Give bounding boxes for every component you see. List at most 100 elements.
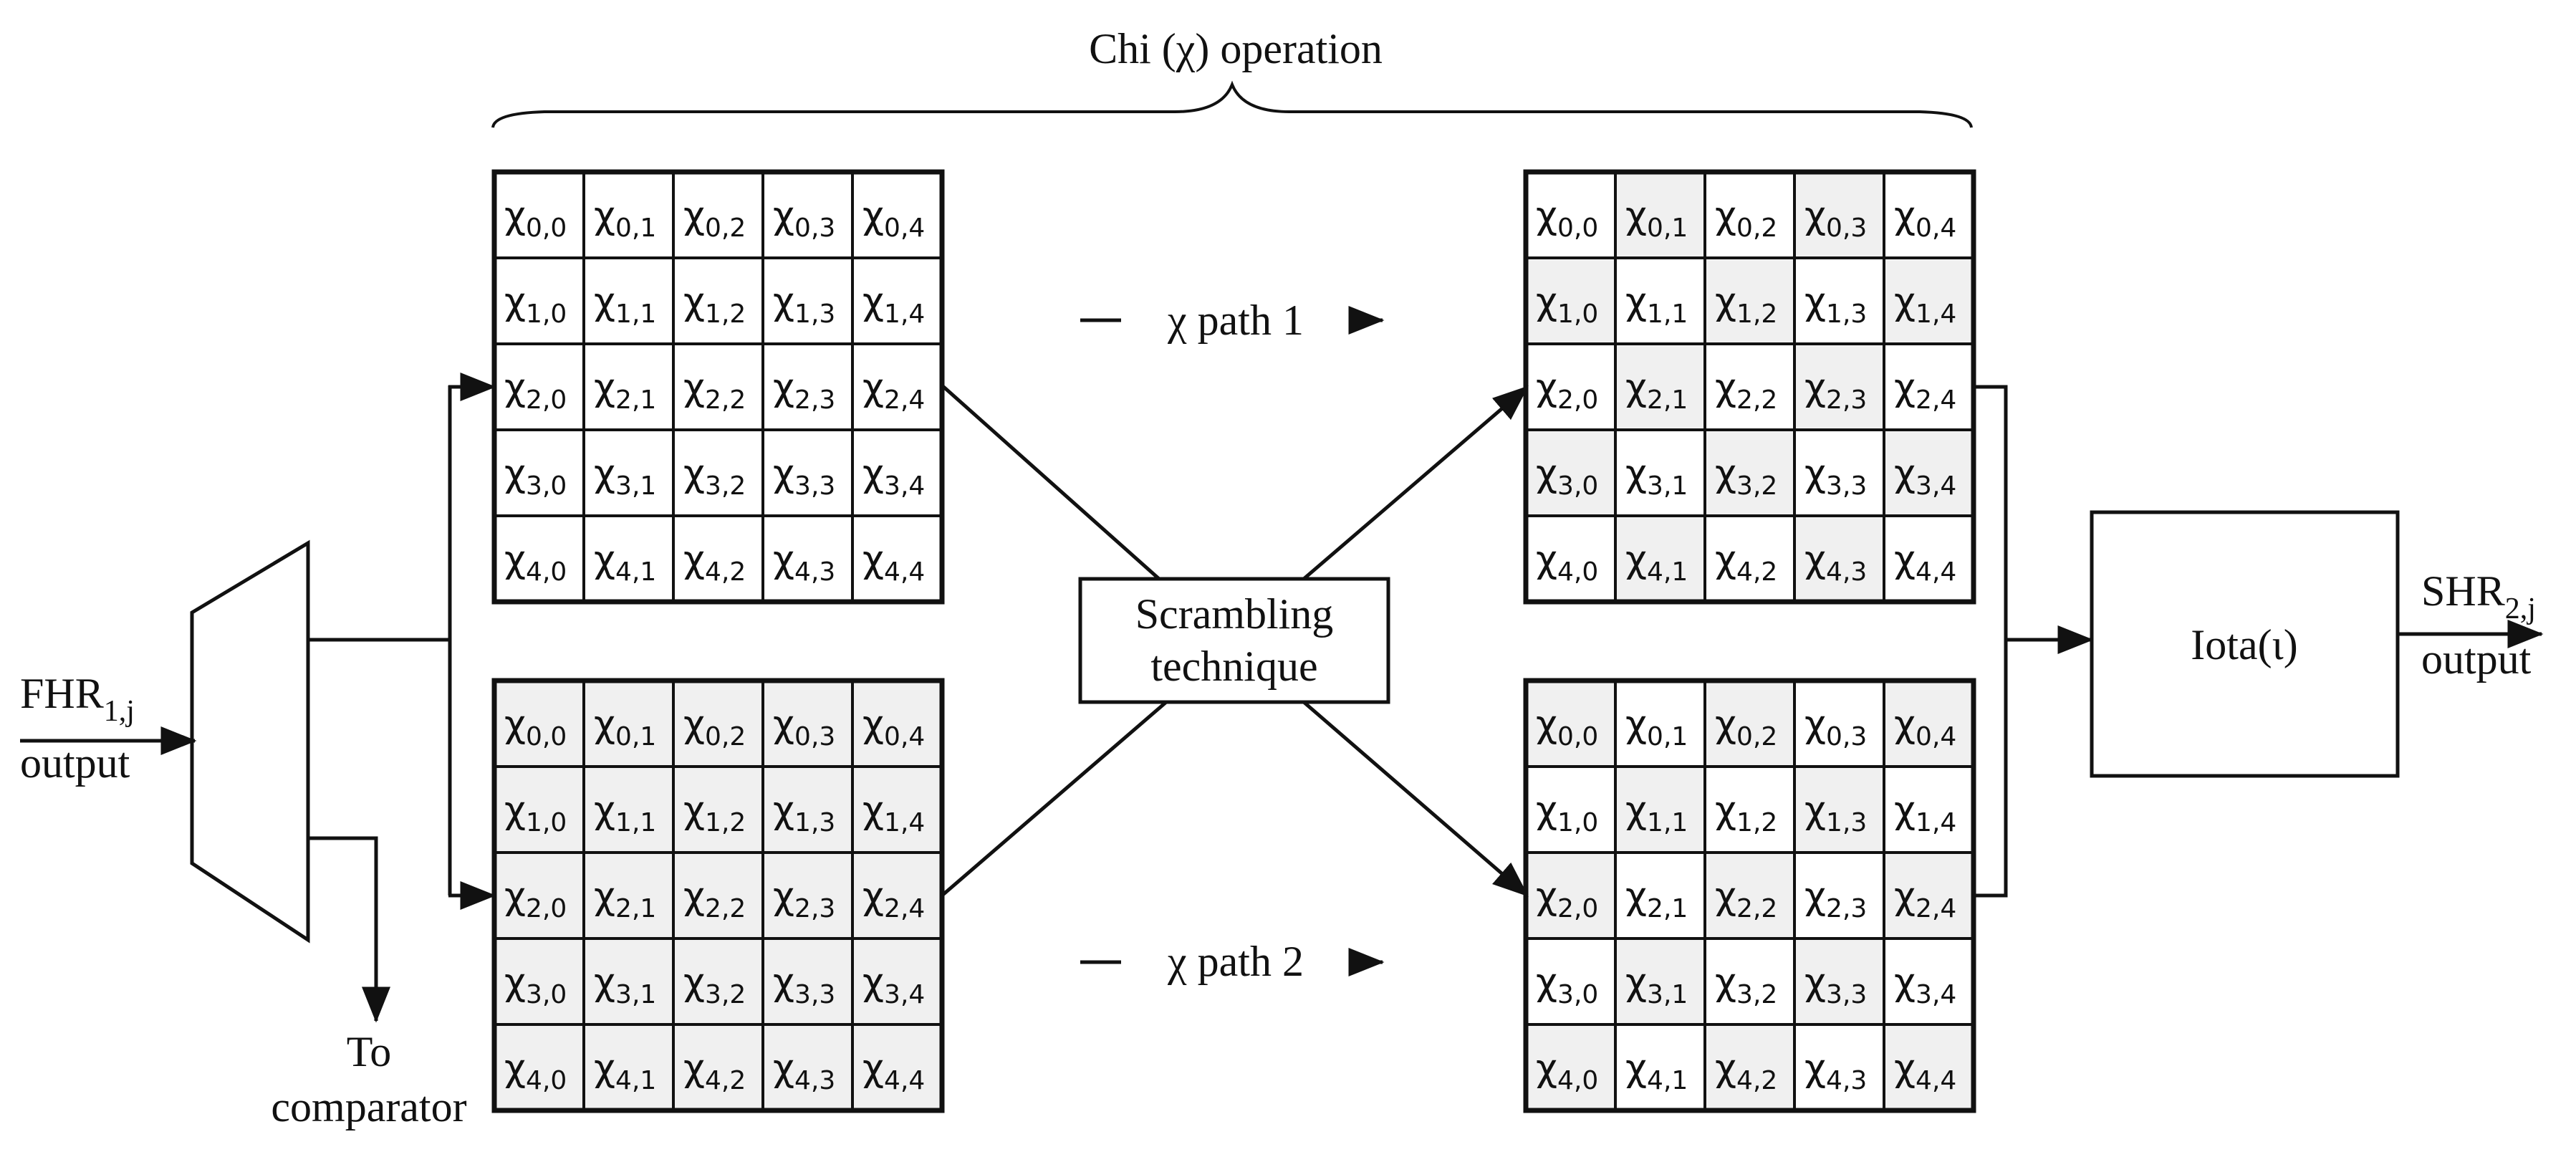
grid-cell-label: χ4,2 bbox=[683, 538, 746, 587]
cell-index: 3,3 bbox=[794, 980, 835, 1009]
cell-index: 1,2 bbox=[1736, 299, 1777, 329]
grid-cell-label: χ4,1 bbox=[1625, 1047, 1688, 1095]
comparator-label-line2: comparator bbox=[271, 1083, 466, 1130]
cell-symbol: χ bbox=[683, 538, 705, 581]
cell-symbol: χ bbox=[1625, 194, 1647, 237]
grid-cell-label: χ4,0 bbox=[1536, 1047, 1598, 1095]
cell-index: 4,2 bbox=[705, 557, 746, 587]
cell-symbol: χ bbox=[862, 452, 884, 495]
cell-symbol: χ bbox=[1625, 366, 1647, 409]
cell-index: 0,3 bbox=[794, 213, 835, 243]
cell-symbol: χ bbox=[773, 194, 794, 237]
cell-symbol: χ bbox=[773, 366, 794, 409]
cell-symbol: χ bbox=[1625, 961, 1647, 1004]
cell-index: 1,0 bbox=[526, 299, 567, 329]
scrambling-label-line1: Scrambling bbox=[1135, 590, 1334, 638]
cell-index: 1,0 bbox=[526, 808, 567, 837]
cell-index: 2,1 bbox=[1647, 385, 1688, 415]
cell-symbol: χ bbox=[1625, 280, 1647, 323]
grid-cell-bg bbox=[1614, 851, 1706, 940]
cell-symbol: χ bbox=[594, 366, 615, 409]
grid-cell-label: χ2,2 bbox=[1715, 875, 1777, 923]
grid-cell-bg bbox=[1883, 256, 1975, 345]
iota-label: Iota(ι) bbox=[2191, 621, 2297, 668]
grid-cell-bg bbox=[1793, 171, 1885, 259]
cell-index: 2,0 bbox=[1557, 385, 1598, 415]
cell-symbol: χ bbox=[862, 538, 884, 581]
cell-symbol: χ bbox=[1894, 875, 1916, 918]
cell-index: 3,1 bbox=[615, 471, 656, 501]
grid-cell-label: χ2,2 bbox=[683, 875, 746, 923]
cell-index: 4,1 bbox=[615, 1066, 656, 1095]
grid-cell-label: χ1,4 bbox=[1894, 280, 1956, 329]
cell-index: 0,1 bbox=[615, 213, 656, 243]
cell-index: 3,1 bbox=[1647, 471, 1688, 501]
cell-symbol: χ bbox=[594, 875, 615, 918]
cell-symbol: χ bbox=[862, 280, 884, 323]
cell-index: 4,0 bbox=[526, 557, 567, 587]
cell-symbol: χ bbox=[773, 1047, 794, 1090]
grid-cell-label: χ0,4 bbox=[862, 703, 925, 752]
cell-symbol: χ bbox=[1894, 703, 1916, 746]
cell-index: 0,0 bbox=[526, 213, 567, 243]
cell-index: 1,1 bbox=[1647, 299, 1688, 329]
grid-cell-bg bbox=[672, 1023, 764, 1112]
scramble-line-bottom-left bbox=[941, 701, 1168, 897]
grid-cell-bg bbox=[582, 171, 675, 259]
cell-symbol: χ bbox=[1625, 703, 1647, 746]
grid-cell-label: χ0,2 bbox=[683, 194, 746, 243]
cell-symbol: χ bbox=[1894, 538, 1916, 581]
cell-index: 0,0 bbox=[1557, 722, 1598, 752]
cell-index: 3,2 bbox=[705, 471, 746, 501]
cell-symbol: χ bbox=[862, 1047, 884, 1090]
grid-cell-bg bbox=[672, 765, 764, 854]
cell-symbol: χ bbox=[1804, 875, 1826, 918]
grid-cell-label: χ3,0 bbox=[504, 452, 567, 501]
cell-symbol: χ bbox=[683, 280, 705, 323]
cell-symbol: χ bbox=[773, 789, 794, 832]
grid-cell-bg bbox=[1793, 514, 1885, 603]
grid-cell-bg bbox=[1614, 428, 1706, 517]
cell-index: 3,4 bbox=[1916, 471, 1956, 501]
cell-index: 1,3 bbox=[1826, 299, 1867, 329]
grid-cell-label: χ3,4 bbox=[862, 961, 925, 1009]
cell-symbol: χ bbox=[683, 1047, 705, 1090]
grid-cell-bg bbox=[493, 1023, 585, 1112]
cell-index: 4,4 bbox=[1916, 1066, 1956, 1095]
grid-cell-label: χ1,2 bbox=[683, 789, 746, 837]
grid-cell-label: χ4,3 bbox=[773, 538, 835, 587]
grid-cell-label: χ4,4 bbox=[1894, 538, 1956, 587]
grid-cell-label: χ1,3 bbox=[1804, 280, 1867, 329]
cell-index: 3,4 bbox=[884, 980, 925, 1009]
cell-symbol: χ bbox=[683, 366, 705, 409]
grid-cell-label: χ3,2 bbox=[683, 961, 746, 1009]
cell-symbol: χ bbox=[1894, 1047, 1916, 1090]
cell-index: 2,1 bbox=[615, 894, 656, 923]
grid-cell-bg bbox=[1614, 342, 1706, 431]
grid-cell-bg bbox=[1614, 256, 1706, 345]
cell-symbol: χ bbox=[594, 789, 615, 832]
grid-cell-label: χ3,0 bbox=[1536, 961, 1598, 1009]
cell-index: 1,0 bbox=[1557, 299, 1598, 329]
cell-index: 4,0 bbox=[1557, 557, 1598, 587]
cell-index: 2,3 bbox=[1826, 385, 1867, 415]
grid-cell-label: χ3,2 bbox=[683, 452, 746, 501]
grid-cell-label: χ2,2 bbox=[683, 366, 746, 415]
cell-symbol: χ bbox=[862, 366, 884, 409]
grid-cell-label: χ2,0 bbox=[1536, 875, 1598, 923]
cell-symbol: χ bbox=[1715, 366, 1736, 409]
grid-cell-bg bbox=[851, 1023, 943, 1112]
cell-symbol: χ bbox=[683, 961, 705, 1004]
grid-cell-label: χ2,4 bbox=[1894, 875, 1956, 923]
cell-symbol: χ bbox=[1804, 789, 1826, 832]
grid-cell-label: χ4,2 bbox=[683, 1047, 746, 1095]
cell-index: 1,0 bbox=[1557, 808, 1598, 837]
grid-cell-label: χ1,0 bbox=[504, 789, 567, 837]
cell-index: 1,4 bbox=[1916, 299, 1956, 329]
cell-index: 1,4 bbox=[884, 299, 925, 329]
cell-symbol: χ bbox=[1804, 538, 1826, 581]
grid-cell-label: χ2,3 bbox=[1804, 875, 1867, 923]
grid-cell-label: χ3,3 bbox=[1804, 452, 1867, 501]
